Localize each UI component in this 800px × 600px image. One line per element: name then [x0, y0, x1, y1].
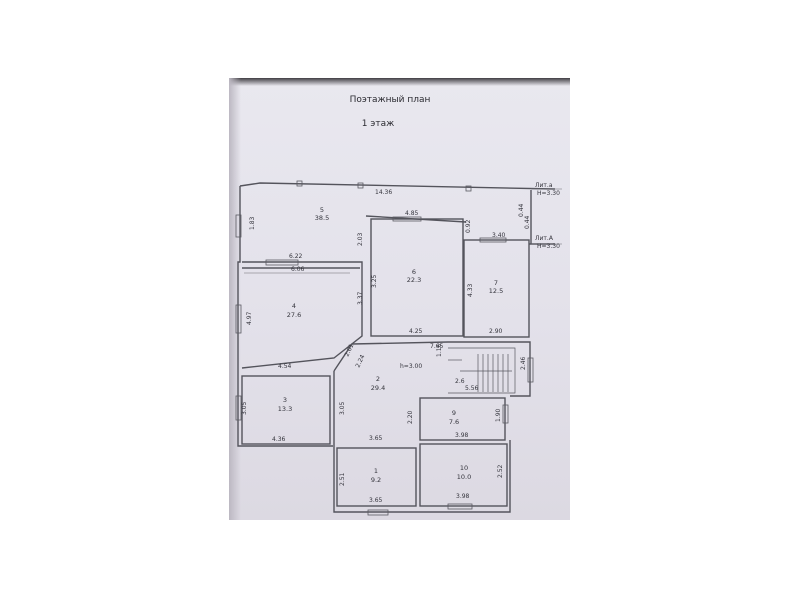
dim-room2-right: 2.20 — [407, 410, 414, 424]
dim-room3-left: 3.05 — [241, 401, 248, 415]
window-room5-left — [235, 214, 242, 238]
room-number: 10 — [460, 464, 468, 472]
room-number: 7 — [494, 279, 498, 287]
dim-room1-left: 2.51 — [339, 472, 346, 486]
window-top-2 — [357, 182, 364, 189]
dim-room9-bottom: 3.98 — [455, 432, 469, 439]
walls — [237, 182, 556, 513]
room-area: 29.4 — [371, 384, 385, 392]
dim-room7-left: 4.33 — [467, 283, 474, 297]
room7-walls — [463, 239, 530, 338]
window-room4-top — [265, 259, 299, 266]
dim-room6-top: 4.85 — [405, 210, 419, 217]
dim-room1-bottom: 3.65 — [369, 497, 383, 504]
dim-room2-bottom: 3.65 — [369, 435, 383, 442]
room-area: 13.3 — [278, 405, 292, 413]
dim-hall-diag-a: 2.01 — [343, 343, 355, 358]
window-room1-bottom — [367, 509, 389, 516]
window-room4-left — [235, 304, 242, 334]
room10-walls — [419, 443, 508, 507]
window-room6 — [392, 216, 422, 222]
lit-a-small-height: Н=3.30 — [537, 190, 560, 197]
window-room7 — [479, 237, 507, 243]
room3-walls — [241, 375, 331, 445]
window-stair-right — [527, 357, 534, 383]
plan-subtitle: 1 этаж — [361, 119, 395, 129]
dim-room6-left-upper: 2.03 — [357, 232, 364, 246]
dim-room9-right: 1.90 — [495, 408, 502, 422]
dim-stair-b: 5.56 — [465, 385, 479, 392]
dim-room2-left: 3.05 — [339, 401, 346, 415]
window-room10-bottom — [447, 503, 473, 510]
stair-outline — [448, 347, 516, 394]
dim-right-small-b: 0.44 — [524, 215, 531, 229]
window-top-3 — [465, 185, 472, 192]
dim-stair-top: 7.65 — [430, 343, 444, 350]
outer-wall-top — [239, 182, 556, 190]
dim-room7-bottom: 2.90 — [489, 328, 503, 335]
paper-top-shadow — [229, 78, 570, 86]
lit-a-big-label: Лит.А — [535, 235, 554, 242]
dim-room6-side: 0.92 — [465, 219, 472, 233]
room-area: 12.5 — [489, 287, 503, 295]
room-number: 9 — [452, 409, 456, 417]
room-number: 2 — [376, 375, 380, 383]
room-number: 6 — [412, 268, 416, 276]
room-area: 9.2 — [371, 476, 381, 484]
dim-room10-right: 2.52 — [497, 464, 504, 478]
dim-stair-left: 1.16 — [436, 343, 443, 357]
room-area: 10.0 — [457, 473, 471, 481]
dim-stair-right: 2.46 — [520, 356, 527, 370]
dimension-lines — [244, 188, 562, 274]
window-top-1 — [296, 180, 303, 187]
window-room3-left — [235, 395, 242, 421]
dim-room6-left: 3.25 — [371, 274, 378, 288]
dim-room4-top-outer: 6.22 — [289, 253, 303, 260]
window-room9-right — [502, 404, 509, 424]
room-area: 7.6 — [449, 418, 459, 426]
lit-a-big-height: Н=3.30 — [537, 243, 560, 250]
room-labels: 5 38.5 6 22.3 7 12.5 4 27.6 2 29.4 3 13.… — [278, 206, 503, 484]
staircase — [448, 347, 516, 394]
dimension-labels: 14.36 4.85 3.40 6.22 6.06 4.25 2.90 7.65… — [241, 189, 531, 504]
dim-room10-bottom: 3.98 — [456, 493, 470, 500]
room-number: 5 — [320, 206, 324, 214]
room6-outer-wall — [365, 215, 467, 223]
plan-title: Поэтажный план — [349, 95, 431, 105]
hall-walls — [333, 341, 531, 397]
dim-room6-bottom: 4.25 — [409, 328, 423, 335]
windows — [235, 180, 534, 516]
hall-height-label: h=3.00 — [400, 363, 422, 370]
room9-walls — [419, 397, 506, 441]
room-number: 4 — [292, 302, 296, 310]
dim-right-small-a: 0.44 — [518, 203, 525, 217]
room4-walls — [241, 261, 363, 369]
dim-room7-top: 3.40 — [492, 232, 506, 239]
room-area: 27.6 — [287, 311, 301, 319]
dim-room4-bottom: 4.54 — [278, 363, 292, 370]
dim-room6-left-lower: 3.37 — [357, 291, 364, 305]
room-number: 1 — [374, 467, 378, 475]
dim-room5-left: 1.83 — [249, 216, 256, 230]
room-area: 22.3 — [407, 276, 421, 284]
dim-hall-diag-b: 2.24 — [354, 354, 366, 369]
dim-top-width: 14.36 — [375, 189, 392, 196]
room-area: 38.5 — [315, 214, 329, 222]
room-number: 3 — [283, 396, 287, 404]
room1-walls — [336, 447, 417, 507]
lit-a-small-label: Лит.а — [535, 182, 553, 189]
dim-room3-bottom: 4.36 — [272, 436, 286, 443]
dim-stair-a: 2.6 — [455, 378, 465, 385]
lower-outer-wall — [333, 440, 511, 513]
dim-room4-left: 4.97 — [246, 311, 253, 325]
dim-room4-top-inner: 6.06 — [291, 266, 305, 273]
